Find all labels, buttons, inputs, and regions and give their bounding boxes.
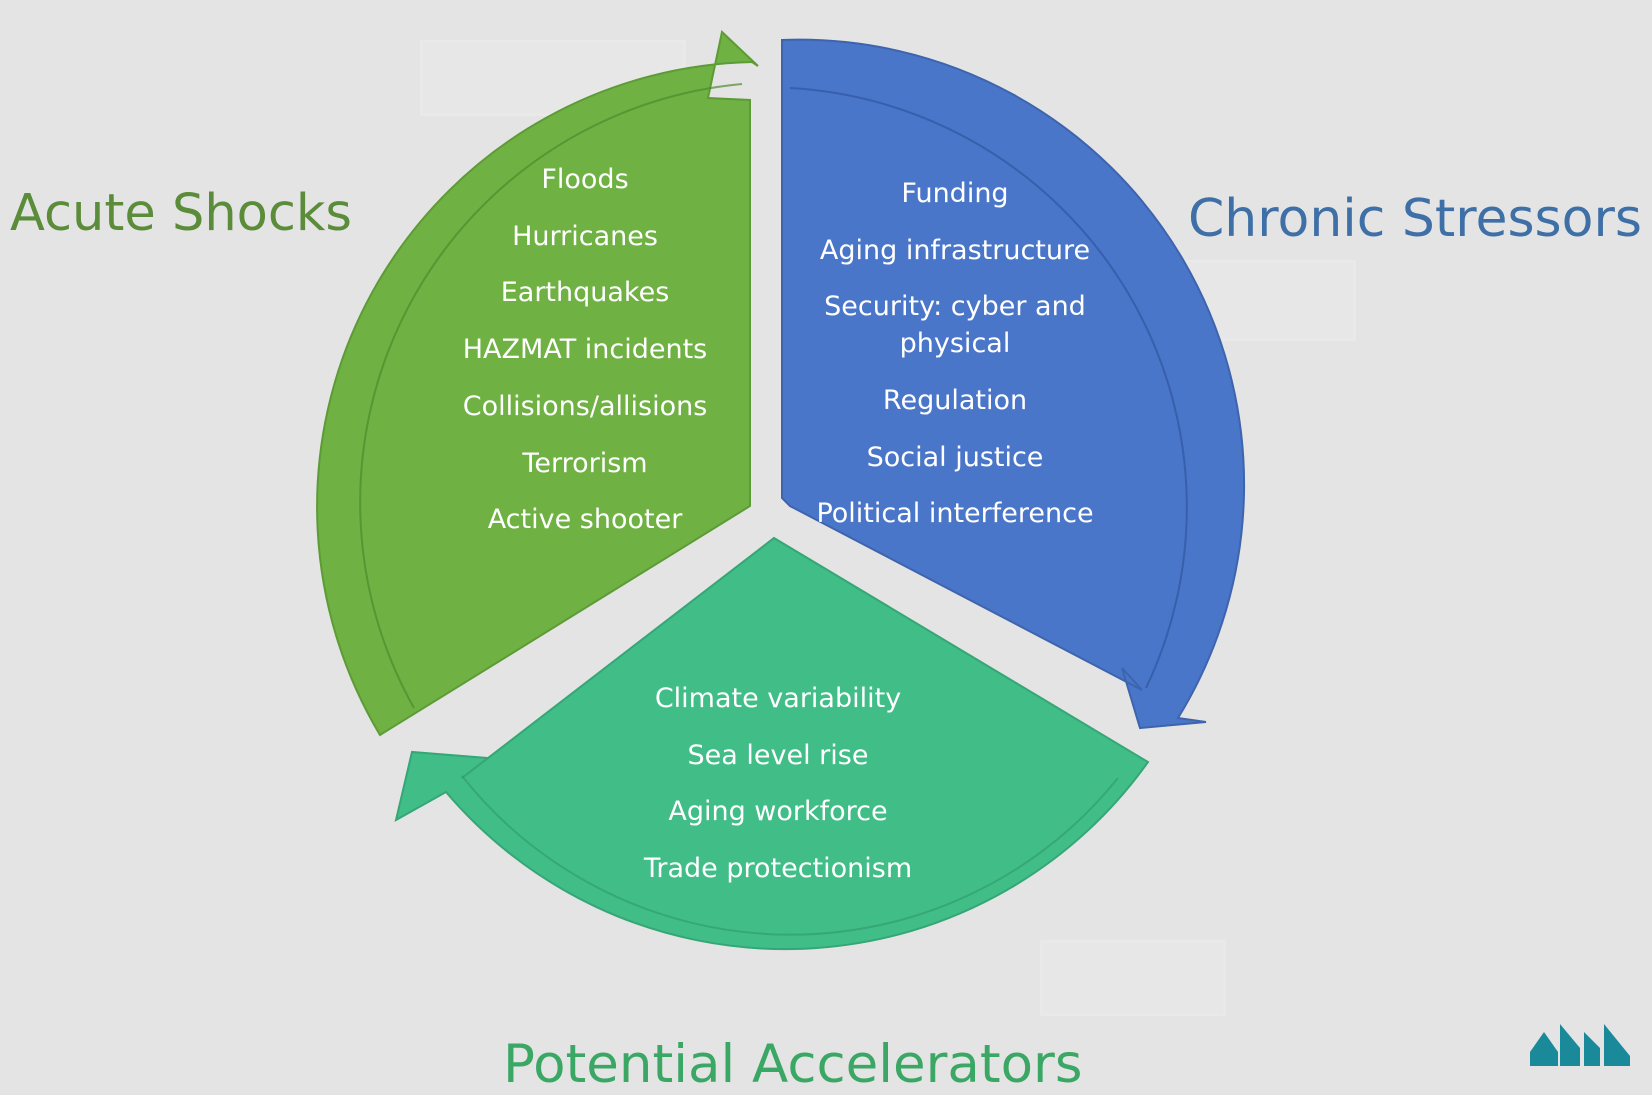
list-item: Terrorism — [522, 447, 648, 479]
list-item: Active shooter — [487, 504, 683, 536]
list-item: Aging workforce — [668, 796, 888, 828]
segment-acute-shocks — [316, 30, 759, 737]
list-item: Trade protectionism — [643, 853, 913, 885]
background-sign-shape — [1040, 940, 1226, 1016]
list-chronic-stressors: Funding Aging infrastructure Security: c… — [800, 176, 1110, 553]
list-item: Security: cyber and physical — [824, 291, 1086, 360]
segment-potential-accelerators — [394, 536, 1150, 951]
list-item: Sea level rise — [687, 739, 869, 771]
list-item: Collisions/allisions — [462, 390, 708, 422]
mott-macdonald-logo-icon — [1530, 1024, 1630, 1066]
list-potential-accelerators: Climate variability Sea level rise Aging… — [608, 681, 948, 908]
arrow-track-accelerators — [461, 775, 1119, 936]
list-item: HAZMAT incidents — [462, 334, 708, 366]
list-item: Political interference — [816, 498, 1094, 530]
title-acute-shocks: Acute Shocks — [10, 184, 352, 243]
title-potential-accelerators: Potential Accelerators — [503, 1034, 1083, 1095]
list-acute-shocks: Floods Hurricanes Earthquakes HAZMAT inc… — [430, 162, 740, 559]
arrow-track-chronic — [789, 87, 1188, 689]
list-item: Social justice — [866, 441, 1044, 473]
arrow-track-acute — [359, 83, 743, 709]
list-item: Regulation — [882, 384, 1028, 416]
list-item: Funding — [901, 178, 1009, 209]
list-item: Hurricanes — [512, 220, 658, 252]
title-chronic-stressors: Chronic Stressors — [1188, 189, 1642, 249]
list-item: Climate variability — [654, 683, 902, 714]
list-item: Floods — [541, 164, 629, 195]
list-item: Earthquakes — [500, 277, 670, 309]
segment-chronic-stressors — [781, 38, 1246, 730]
list-item: Aging infrastructure — [819, 234, 1091, 266]
